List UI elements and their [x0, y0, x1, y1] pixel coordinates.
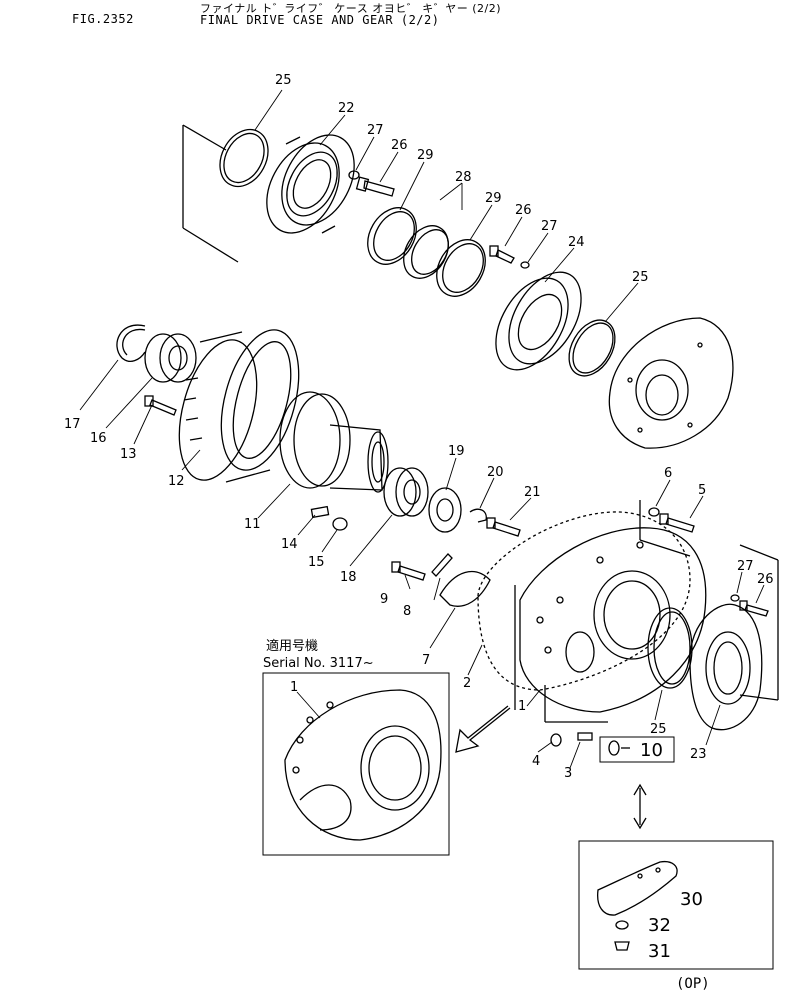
bearing-18 [383, 467, 429, 517]
lock-8 [431, 553, 453, 577]
washer-6 [648, 507, 660, 517]
inset-case-serial [262, 672, 450, 856]
arrow-to-inset [455, 705, 511, 753]
callout-6: 6 [664, 466, 672, 481]
callout-26-bottom: 26 [757, 572, 774, 587]
cover-23 [689, 603, 763, 731]
callout-12: 12 [168, 474, 185, 489]
o-ring-25-top [219, 128, 269, 188]
bolt-13 [144, 395, 177, 416]
callout-3: 3 [564, 766, 572, 781]
washer-27-bottom [730, 594, 740, 602]
bolt-21 [486, 517, 521, 537]
callout-24: 24 [568, 235, 585, 250]
ring-gear-12 [178, 329, 300, 483]
pin-3 [577, 732, 593, 741]
washer-27-top [348, 170, 360, 180]
callout-8: 8 [403, 604, 411, 619]
bolt-4 [550, 733, 562, 747]
callout-2: 2 [463, 676, 471, 691]
lock-plate-20 [469, 508, 487, 523]
callout-13: 13 [120, 447, 137, 462]
callout-29-b: 29 [485, 191, 502, 206]
seal-28 [403, 225, 449, 279]
bearing-16 [144, 333, 197, 383]
seal-29-b [436, 239, 486, 297]
callout-11: 11 [244, 517, 261, 532]
callout-26-mid: 26 [515, 203, 532, 218]
hub-11 [279, 391, 389, 493]
retainer-24 [495, 271, 582, 371]
callout-30: 30 [680, 889, 703, 910]
cover-plate-right [608, 317, 734, 449]
serial-note-en: Serial No. 3117~ [263, 656, 374, 671]
gasket-2 [477, 511, 691, 691]
inset-option-box [578, 840, 774, 970]
callout-22: 22 [338, 101, 355, 116]
plate-7 [439, 571, 491, 607]
callout-25-mid: 25 [632, 270, 649, 285]
callout-1-inset: 1 [290, 680, 298, 695]
bearing-22 [266, 134, 355, 234]
o-ring-25-bottom [647, 607, 693, 689]
figure-header: FIG.2352 ファイナル ト゛ライフ゛ ケース オヨヒ゛ キ゛ヤー (2/2… [0, 0, 790, 34]
callout-32: 32 [648, 915, 671, 936]
callout-27-top: 27 [367, 123, 384, 138]
callout-1-case: 1 [518, 699, 526, 714]
callout-4: 4 [532, 754, 540, 769]
option-label: (OP) [676, 976, 710, 992]
callout-26-top: 26 [391, 138, 408, 153]
callout-23: 23 [690, 747, 707, 762]
leader-lines [79, 89, 765, 769]
final-drive-case-1 [519, 527, 707, 713]
callout-9: 9 [380, 592, 388, 607]
callout-28: 28 [455, 170, 472, 185]
figure-number: FIG.2352 [72, 12, 134, 26]
callout-19: 19 [448, 444, 465, 459]
bracket-lines-right [639, 500, 779, 701]
bolt-5 [659, 513, 695, 533]
box-10 [599, 736, 675, 763]
retainer-19 [428, 487, 462, 533]
nut-15 [332, 517, 348, 531]
washer-27-mid [520, 261, 530, 269]
callout-10: 10 [640, 740, 663, 761]
callout-29-a: 29 [417, 148, 434, 163]
serial-note-jp: 適用号機 [266, 638, 318, 654]
callout-7: 7 [422, 653, 430, 668]
callout-20: 20 [487, 465, 504, 480]
callout-25-top: 25 [275, 73, 292, 88]
figure-title: FINAL DRIVE CASE AND GEAR (2/2) [200, 13, 440, 27]
callout-25-bottom: 25 [650, 722, 667, 737]
seal-29-a [367, 207, 417, 265]
callout-27-bottom: 27 [737, 559, 754, 574]
pin-14 [310, 505, 330, 519]
plug-10 [608, 740, 630, 756]
bolt-26-top [355, 176, 395, 197]
bolt-26-mid [489, 245, 515, 264]
callout-14: 14 [281, 537, 298, 552]
callout-18: 18 [340, 570, 357, 585]
callout-17: 17 [64, 417, 81, 432]
o-ring-25-mid [568, 319, 616, 377]
callout-16: 16 [90, 431, 107, 446]
bolt-26-bottom [739, 600, 769, 617]
double-arrow-op [633, 783, 647, 830]
callout-15: 15 [308, 555, 325, 570]
snap-ring-17 [116, 324, 146, 362]
callout-27-mid: 27 [541, 219, 558, 234]
bolt-9 [391, 561, 426, 581]
figure-title-japanese: ファイナル ト゛ライフ゛ ケース オヨヒ゛ キ゛ヤー (2/2) [200, 2, 501, 15]
callout-21: 21 [524, 485, 541, 500]
callout-5: 5 [698, 483, 706, 498]
bracket-lines-case [514, 585, 608, 723]
callout-31: 31 [648, 941, 671, 962]
bracket-lines-top-left [182, 124, 239, 263]
